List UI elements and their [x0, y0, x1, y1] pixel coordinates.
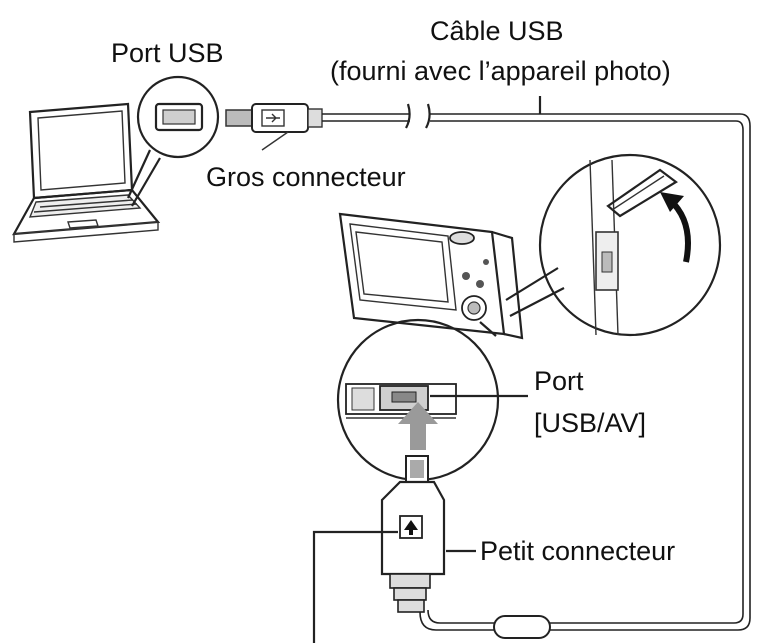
usbav-port-label-line1: Port [534, 366, 584, 396]
camera-icon [338, 212, 524, 340]
cable-subtitle-label: (fourni avec l’appareil photo) [330, 56, 671, 86]
large-connector-icon [225, 103, 323, 151]
large-connector-label: Gros connecteur [206, 162, 406, 192]
small-connector-icon [312, 455, 476, 643]
usb-port-callout [127, 75, 220, 207]
usbav-port-callout [336, 318, 528, 482]
small-connector-label: Petit connecteur [480, 536, 675, 566]
port-usb-label: Port USB [111, 38, 224, 68]
cable-title-label: Câble USB [430, 16, 564, 46]
cover-open-callout [505, 153, 722, 337]
usbav-port-label-line2: [USB/AV] [534, 408, 646, 438]
usb-cable [322, 96, 751, 639]
laptop-icon [12, 102, 161, 243]
